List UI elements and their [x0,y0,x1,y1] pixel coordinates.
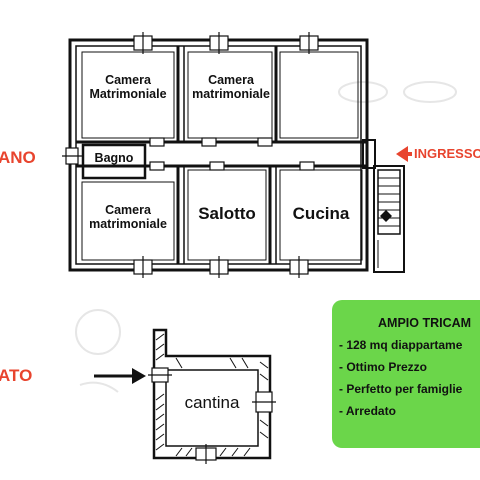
room-label-living-room: Salotto [198,204,256,223]
promo-feature-list: - 128 mq diappartame - Ottimo Prezzo - P… [339,338,462,426]
upper-floor-label: ANO [0,148,36,167]
arrow-left-icon [396,146,412,162]
promo-feature: - Ottimo Prezzo [339,360,428,374]
lower-floor-label: ATO [0,366,33,385]
promo-feature: - Perfetto per famiglie [339,382,463,396]
promo-box: AMPIO TRICAM - 128 mq diappartame - Otti… [332,300,480,448]
room-label-kitchen: Cucina [292,204,350,223]
room-label-bedroom-top-left: Camera Matrimoniale [89,73,167,102]
room-label-bedroom-top-right: Camera matrimoniale [192,73,270,102]
entrance-label: INGRESSO [414,146,480,161]
room-label-bedroom-bottom-left: Camera matrimoniale [89,203,167,232]
cellar-windows [148,367,276,464]
arrow-right-icon [94,368,146,384]
cellar-hatching [155,333,269,457]
window-marks [62,32,319,278]
background-ghost-shapes [75,81,457,393]
room-label-cellar: cantina [184,393,240,412]
room-label-bathroom: Bagno [94,151,134,165]
promo-feature: - 128 mq diappartame [339,338,463,352]
promo-feature: - Arredato [339,404,396,418]
cellar-walls [152,328,272,460]
promo-title: AMPIO TRICAM [378,316,472,330]
entrance-stairs [362,139,405,273]
